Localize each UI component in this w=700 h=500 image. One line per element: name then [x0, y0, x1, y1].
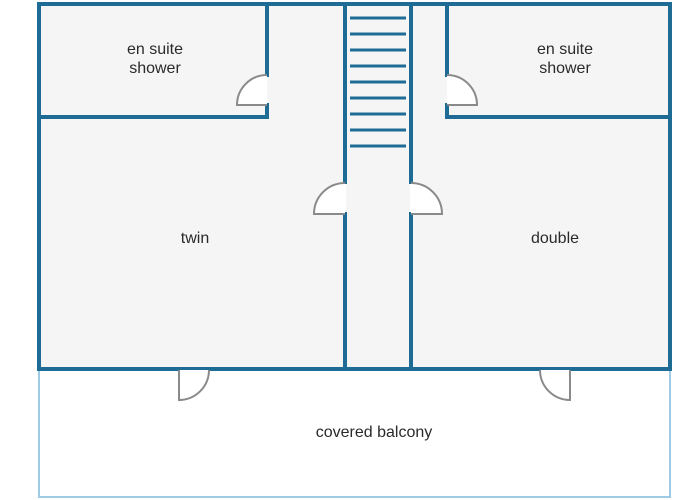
label-en-suite-shower-right: en suite shower	[536, 41, 594, 77]
stair-corridor-floor	[346, 5, 410, 368]
label-en-suite-shower-left: en suite shower	[126, 41, 184, 77]
walls	[37, 2, 672, 371]
door-twin-to-corridor	[312, 182, 346, 215]
corridor-upper-right-floor	[412, 5, 447, 118]
staircase	[350, 16, 406, 148]
label-covered-balcony: covered balcony	[315, 424, 433, 441]
double-room-floor	[412, 118, 670, 368]
door-en-suite-left	[235, 74, 268, 106]
hall-floor	[267, 5, 344, 118]
door-double-to-corridor	[410, 182, 444, 215]
label-twin-room: twin	[180, 230, 210, 247]
doors	[178, 74, 571, 402]
label-double-room: double	[530, 230, 580, 247]
door-en-suite-right	[446, 74, 479, 106]
door-double-to-balcony	[539, 369, 571, 402]
en-suite-right-floor	[447, 5, 670, 116]
door-twin-to-balcony	[178, 369, 210, 402]
twin-room-floor	[40, 118, 344, 368]
en-suite-left-floor	[40, 5, 266, 116]
